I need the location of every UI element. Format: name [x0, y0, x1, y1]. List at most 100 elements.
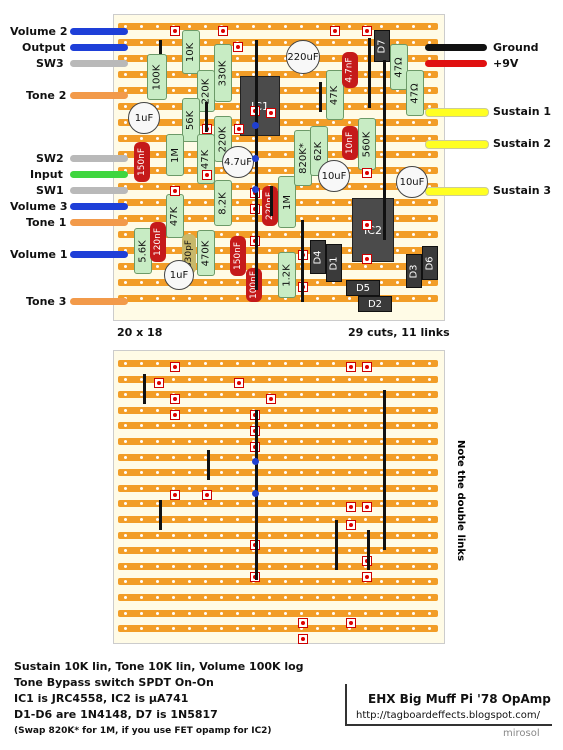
strip-hole: [412, 424, 415, 428]
strip-hole: [412, 611, 415, 615]
strip-hole: [204, 471, 207, 475]
strip-hole: [204, 185, 207, 188]
strip-cut: [154, 378, 164, 388]
strip-hole: [252, 233, 255, 236]
strip-hole: [380, 611, 383, 615]
strip-hole: [188, 73, 191, 76]
strip-hole: [428, 611, 431, 615]
blog-url[interactable]: http://tagboardeffects.blogspot.com/: [356, 710, 541, 721]
strip-cut: [346, 362, 356, 372]
strip-hole: [268, 471, 271, 475]
strip-hole: [252, 471, 255, 475]
strip-hole: [284, 549, 287, 553]
strip-hole: [316, 185, 319, 188]
note-ics: IC1 is JRC4558, IC2 is μA741: [14, 692, 189, 705]
strip-hole: [332, 281, 335, 284]
strip-hole: [268, 57, 271, 60]
board-size: 20 x 18: [117, 326, 163, 339]
strip-hole: [316, 73, 319, 76]
strip-hole: [364, 533, 367, 537]
strip-hole: [188, 217, 191, 220]
cap-100nf: 100nF: [246, 268, 262, 302]
strip-hole: [124, 408, 127, 412]
strip-hole: [428, 169, 431, 172]
strip-hole: [236, 73, 239, 76]
strip-hole: [220, 564, 223, 568]
strip-hole: [204, 377, 207, 381]
strip-hole: [140, 440, 143, 443]
strip-hole: [380, 564, 383, 568]
strip-hole: [172, 549, 175, 553]
strip-hole: [172, 424, 175, 428]
strip-hole: [124, 518, 127, 521]
strip-hole: [284, 169, 287, 172]
strip-hole: [156, 424, 159, 428]
strip-hole: [412, 440, 415, 443]
strip-hole: [124, 455, 127, 459]
strip-hole: [252, 217, 255, 220]
strip-hole: [140, 201, 143, 204]
strip-hole: [140, 455, 143, 459]
strip-hole: [172, 627, 175, 631]
strip-hole: [396, 564, 399, 568]
cap-220uf: 220uF: [286, 40, 320, 74]
strip-cut: [362, 572, 372, 582]
strip-hole: [268, 518, 271, 521]
strip-hole: [428, 502, 431, 506]
strip-hole: [204, 611, 207, 615]
strip-hole: [284, 137, 287, 140]
strip-hole: [220, 611, 223, 615]
strip-hole: [236, 518, 239, 521]
copper-strip: [118, 609, 438, 617]
strip-hole: [172, 73, 175, 76]
wire-link: [367, 530, 370, 570]
strip-hole: [268, 408, 271, 412]
strip-hole: [332, 549, 335, 553]
strip-hole: [316, 121, 319, 124]
strip-hole: [236, 217, 239, 220]
strip-hole: [380, 89, 383, 92]
strip-hole: [140, 471, 143, 475]
strip-cut: [362, 26, 372, 36]
cap-10uf-b: 10uF: [396, 166, 428, 198]
strip-hole: [332, 121, 335, 124]
strip-hole: [332, 611, 335, 615]
strip-hole: [348, 596, 351, 599]
label-output: Output: [22, 41, 66, 54]
strip-hole: [156, 549, 159, 553]
strip-hole: [284, 502, 287, 506]
strip-hole: [156, 393, 159, 397]
strip-hole: [204, 564, 207, 568]
strip-hole: [220, 393, 223, 397]
strip-hole: [124, 362, 127, 365]
strip-hole: [188, 377, 191, 381]
strip-hole: [396, 233, 399, 236]
strip-hole: [332, 471, 335, 475]
strip-hole: [412, 393, 415, 397]
wire-sw2: [70, 155, 128, 162]
label-tone2: Tone 2: [26, 89, 67, 102]
strip-cut: [346, 618, 356, 628]
cap-4-7uf: 4.7uF: [222, 146, 254, 178]
strip-hole: [316, 105, 319, 108]
strip-hole: [364, 41, 367, 44]
strip-hole: [268, 377, 271, 381]
strip-hole: [380, 408, 383, 412]
strip-hole: [268, 627, 271, 631]
strip-hole: [316, 596, 319, 599]
copper-strip: [118, 453, 438, 461]
resistor-330k: 330K: [214, 44, 232, 102]
copper-strip: [118, 594, 438, 601]
strip-hole: [252, 455, 255, 459]
strip-hole: [204, 393, 207, 397]
strip-hole: [172, 502, 175, 506]
strip-hole: [428, 281, 431, 284]
strip-hole: [412, 217, 415, 220]
strip-hole: [188, 408, 191, 412]
strip-hole: [124, 41, 127, 44]
strip-hole: [236, 57, 239, 60]
strip-hole: [396, 121, 399, 124]
strip-hole: [124, 596, 127, 599]
strip-hole: [428, 233, 431, 236]
strip-hole: [348, 580, 351, 584]
